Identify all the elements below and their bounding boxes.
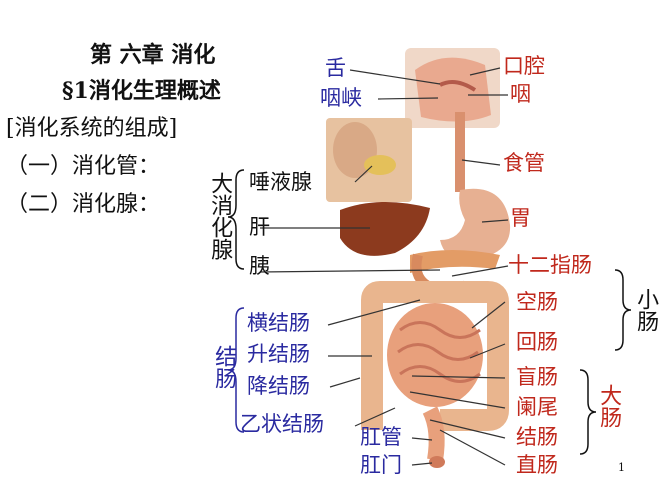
- label-anal-canal: 肛管: [360, 425, 402, 449]
- label-transverse-colon: 横结肠: [247, 311, 310, 335]
- page-number: 1: [618, 461, 625, 474]
- colon-group-label: 结肠: [211, 345, 237, 389]
- label-duodenum: 十二指肠: [508, 253, 592, 277]
- anus-shape: [429, 456, 445, 468]
- label-descending-colon: 降结肠: [247, 374, 310, 398]
- large-intestine-shape: [361, 281, 509, 431]
- label-esophagus: 食管: [503, 151, 545, 175]
- oral-cavity-shape: [415, 57, 491, 122]
- small-intestine-label: 小肠: [633, 288, 659, 332]
- subtitle: [消化系统的组成]: [6, 116, 178, 141]
- label-pancreas: 胰: [249, 254, 270, 278]
- label-mouth: 口腔: [503, 54, 545, 78]
- label-fauces: 咽峡: [320, 86, 362, 110]
- large-intestine-brace: [579, 369, 597, 455]
- rectum-shape: [422, 406, 445, 462]
- label-anus: 肛门: [360, 453, 402, 477]
- small-intestine-brace: [614, 269, 632, 351]
- colon-brace: [227, 307, 245, 433]
- label-ascending-colon: 升结肠: [247, 342, 310, 366]
- section-title: §1消化生理概述: [62, 78, 221, 104]
- large-intestine-label: 大肠: [596, 384, 622, 428]
- label-appendix: 阑尾: [516, 395, 558, 419]
- label-salivary-gland: 唾液腺: [249, 170, 312, 194]
- label-ileum: 回肠: [516, 330, 558, 354]
- chapter-title: 第 六章 消化: [90, 42, 216, 68]
- pancreas-shape: [410, 250, 500, 273]
- tongue-shape: [439, 79, 477, 92]
- label-cecum: 盲肠: [516, 365, 558, 389]
- stomach-shape: [440, 188, 511, 261]
- salivary-gland-shape: [364, 155, 396, 175]
- label-colon: 结肠: [516, 425, 558, 449]
- esophagus-shape: [455, 112, 465, 192]
- label-rectum: 直肠: [516, 453, 558, 477]
- label-jejunum: 空肠: [516, 290, 558, 314]
- gland-brace: [227, 169, 245, 270]
- item-digestive-glands: （二）消化腺：: [6, 192, 161, 217]
- leader-lines: [259, 67, 509, 466]
- label-pharynx: 咽: [510, 82, 531, 106]
- liver-shape: [340, 201, 430, 256]
- label-sigmoid-colon: 乙状结肠: [240, 412, 324, 436]
- gland-group-label: 大消化腺: [207, 172, 233, 260]
- label-liver: 肝: [249, 215, 270, 239]
- label-stomach: 胃: [510, 206, 531, 230]
- label-tongue: 舌: [325, 56, 346, 80]
- intestine-folds: [397, 321, 481, 383]
- small-intestine-shape: [387, 303, 483, 407]
- item-digestive-tract: （一）消化管：: [6, 154, 161, 179]
